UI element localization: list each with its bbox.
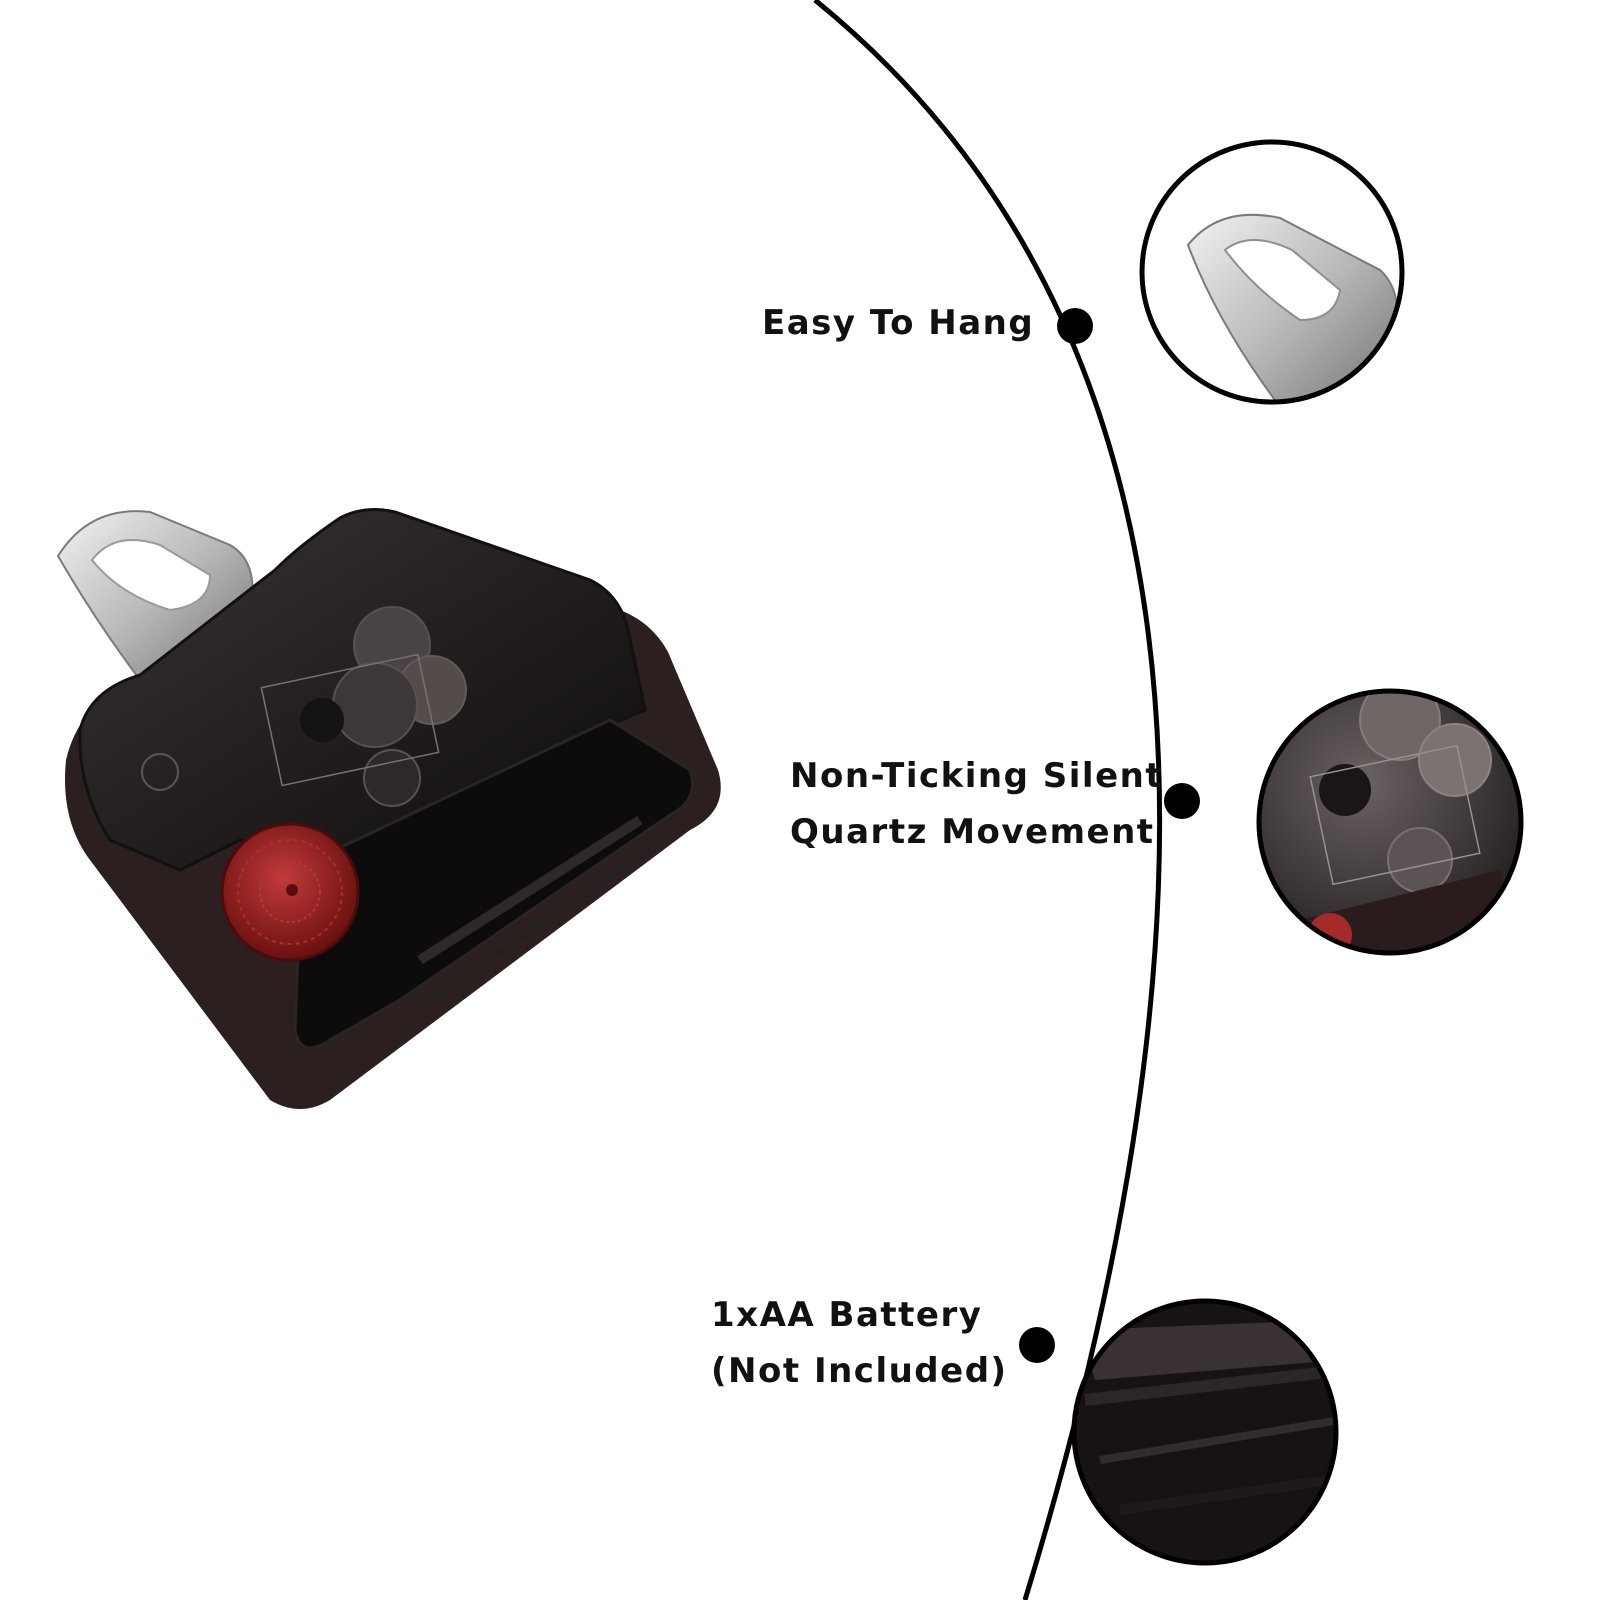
feature-text-line: Quartz Movement	[790, 812, 1155, 852]
battery-compartment-icon	[1071, 1298, 1339, 1566]
feature-text-line: Non-Ticking Silent	[790, 756, 1164, 796]
feature-text-line: (Not Included)	[711, 1351, 1008, 1391]
feature-text-line: 1xAA Battery	[711, 1295, 983, 1335]
feature-label-easy-to-hang: Easy To Hang	[762, 295, 1034, 351]
timeline-dot-battery	[1019, 1327, 1055, 1363]
timeline-arc	[813, 0, 1163, 1600]
timeline-dot-hang	[1057, 308, 1093, 344]
feature-label-battery: 1xAA Battery (Not Included)	[711, 1287, 1008, 1399]
feature-label-silent-movement: Non-Ticking Silent Quartz Movement	[790, 748, 1163, 860]
time-adjust-knob	[220, 822, 360, 962]
clock-movement-image	[56, 508, 721, 1109]
feature-text-line: Easy To Hang	[762, 303, 1035, 343]
gear-movement-icon	[1256, 688, 1524, 956]
hook-hanger-icon	[1139, 139, 1405, 405]
timeline-dot-silent	[1164, 783, 1200, 819]
battery-compartment	[293, 718, 694, 1050]
